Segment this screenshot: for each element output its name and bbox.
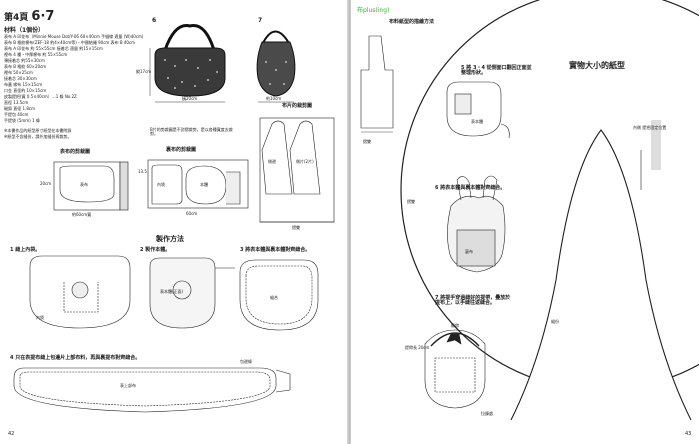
step1-illustration [29, 255, 131, 329]
outer-cut-title: 表布的剪裁圖 [60, 149, 91, 155]
lining-cut-title: 裏布的剪裁圖 [166, 147, 197, 153]
header-number: 6·7 [31, 9, 55, 24]
header-prefix: 第4頁 [4, 13, 29, 23]
dim-base: 約10cm [266, 96, 282, 101]
label-inner: 內袋 [157, 182, 165, 187]
dim-width: 橫20cm [182, 96, 198, 101]
step2-illustration [149, 257, 235, 329]
label-lining-r: 裏布 [465, 249, 473, 254]
label-handle-cm: 提帶長 20cm [405, 345, 430, 350]
method-title: 製作方法 [156, 235, 184, 243]
material-line: 裡布 50×25cm [4, 70, 33, 75]
material-line: 表布 A 印花布（Minnie Mouse Dot/Y-06 60×40cm 手… [4, 34, 144, 39]
label-pocket: 內袋 [36, 315, 44, 320]
label-h13: 13.5 [138, 169, 147, 174]
label-ribbon: 緞帶 [451, 323, 459, 328]
pattern-title: 實物大小的紙型 [569, 61, 625, 70]
label-side-panel: 側片(2片) [296, 159, 314, 164]
step-3: 3 將表本體與裏本體對齊縫合。 [240, 247, 311, 253]
label-fold-r: 摺雙 [363, 139, 371, 144]
label-tape: 包邊條 [240, 359, 252, 364]
bag-7-illustration [256, 30, 296, 103]
left-illustrations [13, 24, 335, 413]
pattern-pieces [259, 117, 335, 223]
material-line: 磁釦 直徑 1.8cm [4, 106, 35, 111]
material-line: 口金 直徑約 10×15cm [4, 88, 47, 93]
step4-illustration [13, 367, 291, 413]
pattern-seam-label: 縫份 [551, 319, 559, 324]
materials-heading: 材料（1個份） [4, 27, 45, 34]
cut-note: B片的剪裁圖是不對摺裁剪，是以各種寬度去裁剪。 [150, 127, 233, 136]
material-line: 手提包 40cm [4, 112, 29, 117]
label-body-r: 表本體 [471, 119, 483, 124]
bag-6-illustration [149, 24, 226, 103]
material-line: 表布 B 格紋 60×20cm [4, 64, 47, 69]
label-fold: 摺雙 [292, 225, 300, 230]
materials-list: 表布 A 印花布（Minnie Mouse Dot/Y-06 60×40cm 手… [4, 34, 144, 140]
book-gutter [347, 0, 352, 444]
label-outer: 表布 [80, 182, 88, 187]
label-width-60: 約60cm寬 [72, 212, 92, 217]
label-seam: 縫合 [270, 295, 278, 300]
label-width60: 60cm [186, 211, 198, 216]
label-outer-top: 表上部布 [120, 383, 136, 388]
material-line: 薄接着芯 約55×30cm [4, 58, 45, 63]
material-line: 接着芯 30×30cm [4, 76, 37, 81]
label-body: 本體 [200, 182, 208, 187]
step-6: 6 將表本體與裏本體對齊縫合。 [435, 185, 506, 191]
right-page: 布plus(ing) 布料紙型的描繪方法 5 將 3・4 從側面口翻回正面並整理… [351, 0, 699, 444]
material-line: 直徑 13.5cm [4, 100, 29, 105]
diagram-title: 布料紙型的描繪方法 [389, 19, 435, 25]
material-line: 手提袋 (5mm) 1 條 [4, 118, 40, 123]
note-line: ※本書作品的紙型原寸紙型在本書附錄 [4, 128, 72, 133]
material-line: 裡布 4 種・中厚棉布 約 55×55cm [4, 52, 68, 57]
label-side: 側邊 [268, 159, 276, 164]
brand-logo: 布plus(ing) [357, 7, 390, 14]
page-number-left: 42 [8, 431, 15, 437]
right-illustrations [360, 0, 699, 421]
lining-cutting-diagram [147, 159, 249, 209]
page-number-right: 43 [685, 431, 692, 437]
material-line: 表布 B 格紋棉布(ZEF-18 約4×40cm等)・中國結繩 90cm 表布 … [4, 40, 136, 45]
step-2: 2 製作本體。 [140, 247, 171, 253]
fig7-label: 7 [258, 17, 263, 24]
step-5: 5 將 3・4 從側面口翻回正面並整理形狀。 [461, 65, 532, 76]
page-header: 第4頁 6·7 [4, 10, 54, 23]
label-body-in: 表本體(正面) [160, 289, 184, 294]
step3-illustration [239, 259, 319, 331]
step-4: 4 只在表提布縫上包邊片上部布料，再與裏提布對齊縫合。 [10, 355, 141, 361]
outer-cutting-diagram [53, 161, 129, 211]
material-line: 布蓋 緣布 15×15cm [4, 82, 43, 87]
label-zip: 拉鍊處 [481, 411, 493, 416]
note-line: ※紙型不含縫份，請外加縫份再裁剪。 [4, 134, 72, 139]
material-line: 表布 A 印花布 約 55×55cm 接着芯 適量 約15×15cm [4, 46, 103, 51]
material-line: 皮製提把(寬 0.5×40cm）…1 條 No.2Z [4, 94, 77, 99]
left-page: 第4頁 6·7 材料（1個份） 表布 A 印花布（Minnie Mouse Do… [0, 0, 348, 444]
dim-height: 縱17cm [136, 69, 152, 74]
fig6-label: 6 [152, 17, 157, 24]
pattern-fold-label: 摺雙 [407, 199, 415, 204]
pattern-side-label: 內側 提把固定位置 [633, 125, 667, 130]
plan-title: 布片的裁剪圖 [282, 103, 313, 109]
label-h20: 20cm [40, 181, 52, 186]
step-1: 1 縫上內袋。 [10, 247, 41, 253]
step-7: 7 將提手穿過縫好的提帶，疊放於提布上，以手縫往返縫合。 [435, 295, 511, 306]
